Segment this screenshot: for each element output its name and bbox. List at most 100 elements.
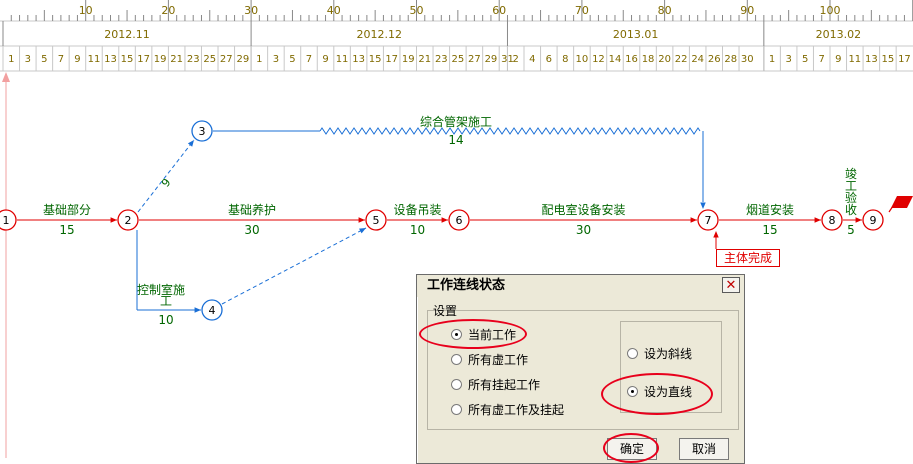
radio-icon[interactable] (451, 379, 462, 390)
day-label: 18 (642, 54, 655, 65)
radio-icon[interactable] (451, 354, 462, 365)
day-label: 15 (121, 54, 134, 65)
scope-option-all-suspended[interactable]: 所有挂起工作 (451, 376, 540, 393)
free-float-wavy-line (319, 127, 701, 135)
network-node (821, 209, 843, 231)
activity-name: 烟道安装 (746, 202, 794, 217)
link-state-dialog: 工作连线状态 ✕ 设置 当前工作 所有虚工作 所有挂起工作 所有虚工作及挂起 设… (416, 274, 745, 464)
month-label: 2013.02 (816, 28, 862, 41)
day-label: 13 (104, 54, 117, 65)
finish-flag-icon (891, 196, 913, 208)
activity-duration: 10 (410, 223, 425, 237)
arrow-head (358, 217, 365, 223)
activity-name: 控制室施 (137, 282, 185, 297)
day-label: 7 (58, 54, 64, 65)
scale-number: 80 (658, 4, 672, 17)
activity-duration: 15 (762, 223, 777, 237)
line-style-group (620, 321, 722, 413)
node-number: 9 (870, 214, 877, 227)
radio-icon[interactable] (451, 404, 462, 415)
day-label: 11 (88, 54, 101, 65)
activity-duration: 10 (158, 313, 173, 327)
activity-name: 综合管架施工 (420, 114, 492, 129)
day-label: 7 (819, 54, 825, 65)
scope-option-label: 所有虚工作及挂起 (468, 403, 565, 417)
arrow-head (814, 217, 821, 223)
day-label: 3 (785, 54, 791, 65)
day-label: 17 (385, 54, 398, 65)
scope-option-current[interactable]: 当前工作 (451, 326, 516, 343)
scope-option-label: 当前工作 (468, 328, 517, 342)
start-arrow-icon (2, 72, 10, 82)
line-option-label: 设为斜线 (644, 347, 693, 361)
scale-number: 60 (492, 4, 506, 17)
settings-group (427, 310, 739, 430)
day-label: 1 (256, 54, 262, 65)
day-label: 27 (468, 54, 481, 65)
month-label: 2012.11 (104, 28, 150, 41)
cancel-button[interactable]: 取消 (679, 438, 729, 460)
line-option-straight[interactable]: 设为直线 (627, 383, 692, 400)
network-node (0, 209, 17, 231)
scope-option-label: 所有虚工作 (468, 353, 529, 367)
radio-icon[interactable] (627, 348, 638, 359)
day-label: 22 (675, 54, 688, 65)
month-label: 2013.01 (613, 28, 659, 41)
day-label: 30 (741, 54, 754, 65)
dialog-title: 工作连线状态 (417, 275, 744, 297)
day-label: 28 (724, 54, 737, 65)
dummy-line (137, 139, 195, 213)
day-label: 29 (485, 54, 498, 65)
node-number: 3 (199, 125, 206, 138)
day-label: 21 (170, 54, 183, 65)
day-label: 8 (562, 54, 568, 65)
day-label: 25 (203, 54, 216, 65)
day-label: 17 (898, 54, 911, 65)
day-label: 5 (289, 54, 295, 65)
scope-option-dummy-and-suspended[interactable]: 所有虚工作及挂起 (451, 401, 564, 418)
day-label: 26 (708, 54, 721, 65)
arrow-head (359, 228, 366, 234)
day-label: 4 (529, 54, 535, 65)
day-label: 21 (418, 54, 431, 65)
activity-duration: 30 (576, 223, 591, 237)
day-label: 19 (154, 54, 167, 65)
arrow-head (713, 231, 719, 238)
line-option-label: 设为直线 (644, 385, 693, 399)
day-label: 29 (236, 54, 249, 65)
day-label: 23 (435, 54, 448, 65)
arrow-head (690, 217, 697, 223)
close-icon[interactable]: ✕ (722, 277, 740, 293)
scope-option-all-dummy[interactable]: 所有虚工作 (451, 351, 528, 368)
milestone-label[interactable]: 主体完成 (716, 249, 780, 267)
line-option-slanted[interactable]: 设为斜线 (627, 345, 692, 362)
node-number: 2 (125, 214, 132, 227)
day-label: 3 (273, 54, 279, 65)
scale-number: 20 (161, 4, 175, 17)
day-label: 12 (592, 54, 605, 65)
activity-name: 基础部分 (43, 202, 91, 217)
activity-name-char: 竣 (845, 166, 857, 181)
radio-icon[interactable] (451, 329, 462, 340)
day-label: 27 (220, 54, 233, 65)
activity-name: 基础养护 (228, 202, 276, 217)
arrow-head (441, 217, 448, 223)
node-number: 8 (829, 214, 836, 227)
ok-button[interactable]: 确定 (607, 438, 657, 460)
day-label: 25 (451, 54, 464, 65)
node-number: 7 (705, 214, 712, 227)
scale-number: 100 (820, 4, 841, 17)
day-label: 1 (769, 54, 775, 65)
scale-number: 10 (79, 4, 93, 17)
day-label: 17 (137, 54, 150, 65)
day-label: 16 (625, 54, 638, 65)
day-label: 3 (25, 54, 31, 65)
activity-duration: 15 (59, 223, 74, 237)
radio-icon[interactable] (627, 386, 638, 397)
activity-duration: 30 (244, 223, 259, 237)
scale-number: 30 (244, 4, 258, 17)
activity-name-char: 收 (845, 203, 857, 217)
day-label: 15 (882, 54, 895, 65)
day-label: 11 (848, 54, 861, 65)
